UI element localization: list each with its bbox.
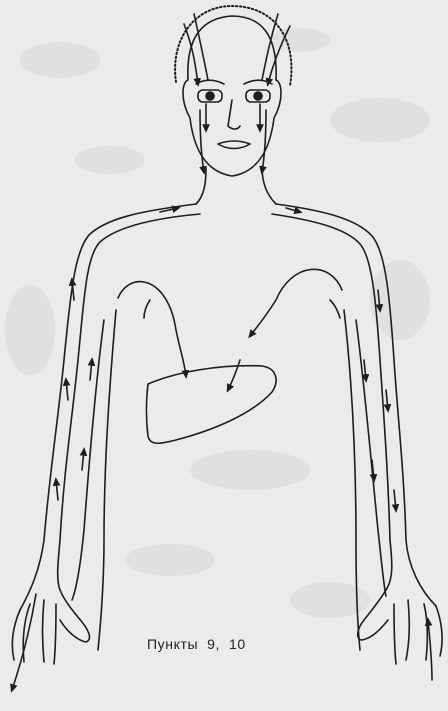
right-hand-line: [428, 620, 432, 680]
left-arm-arrow-4: [90, 360, 92, 380]
liver-organ: [147, 366, 277, 444]
chest-arc-left: [118, 282, 186, 376]
right-arm-arrow-3: [394, 490, 396, 510]
left-pupil: [206, 92, 214, 100]
face-line-left-outer: [184, 24, 198, 84]
cheek-line-right: [262, 110, 266, 172]
nose: [228, 100, 240, 129]
right-pupil: [254, 92, 262, 100]
left-arm-arrow-3: [56, 480, 58, 500]
right-arm-arrow-4: [364, 360, 366, 380]
neck-right: [262, 166, 276, 204]
chest-arrow-small-right: [330, 300, 340, 318]
hair-outline: [175, 6, 291, 86]
left-arm-arrow-2: [66, 380, 68, 400]
right-shoulder-arm-inner: [272, 214, 392, 590]
chest-arc-right: [250, 269, 342, 336]
right-inner-arm: [356, 320, 386, 596]
left-shoulder-arm-inner: [58, 214, 200, 590]
left-arm-arrow-5: [82, 450, 84, 470]
background-texture: [5, 28, 430, 618]
shoulder-arrow-right: [286, 208, 300, 212]
left-torso-side: [98, 310, 116, 650]
neck-left: [196, 168, 206, 204]
left-eyebrow: [196, 80, 224, 84]
figure-caption: Пункты 9, 10: [147, 636, 246, 652]
chest-arrow-small-left: [144, 300, 150, 318]
left-inner-arm: [72, 320, 104, 600]
cheek-line-left: [200, 110, 204, 172]
left-arm-arrow-1: [72, 280, 74, 300]
liver-arrow: [228, 360, 240, 390]
right-arm-arrow-2: [386, 390, 388, 410]
mouth: [218, 141, 250, 149]
